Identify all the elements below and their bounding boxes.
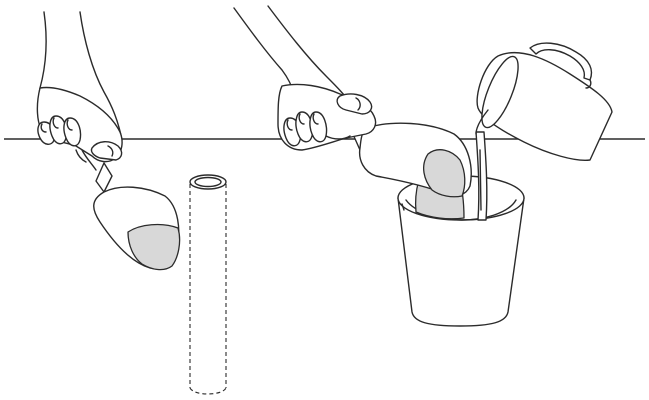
water-stream xyxy=(475,131,488,221)
left-trowel xyxy=(93,162,181,271)
left-hand xyxy=(36,11,123,171)
bore-hole xyxy=(189,174,227,395)
pitcher xyxy=(475,42,613,162)
right-hand xyxy=(233,5,377,151)
soil-sample-left xyxy=(127,223,181,271)
